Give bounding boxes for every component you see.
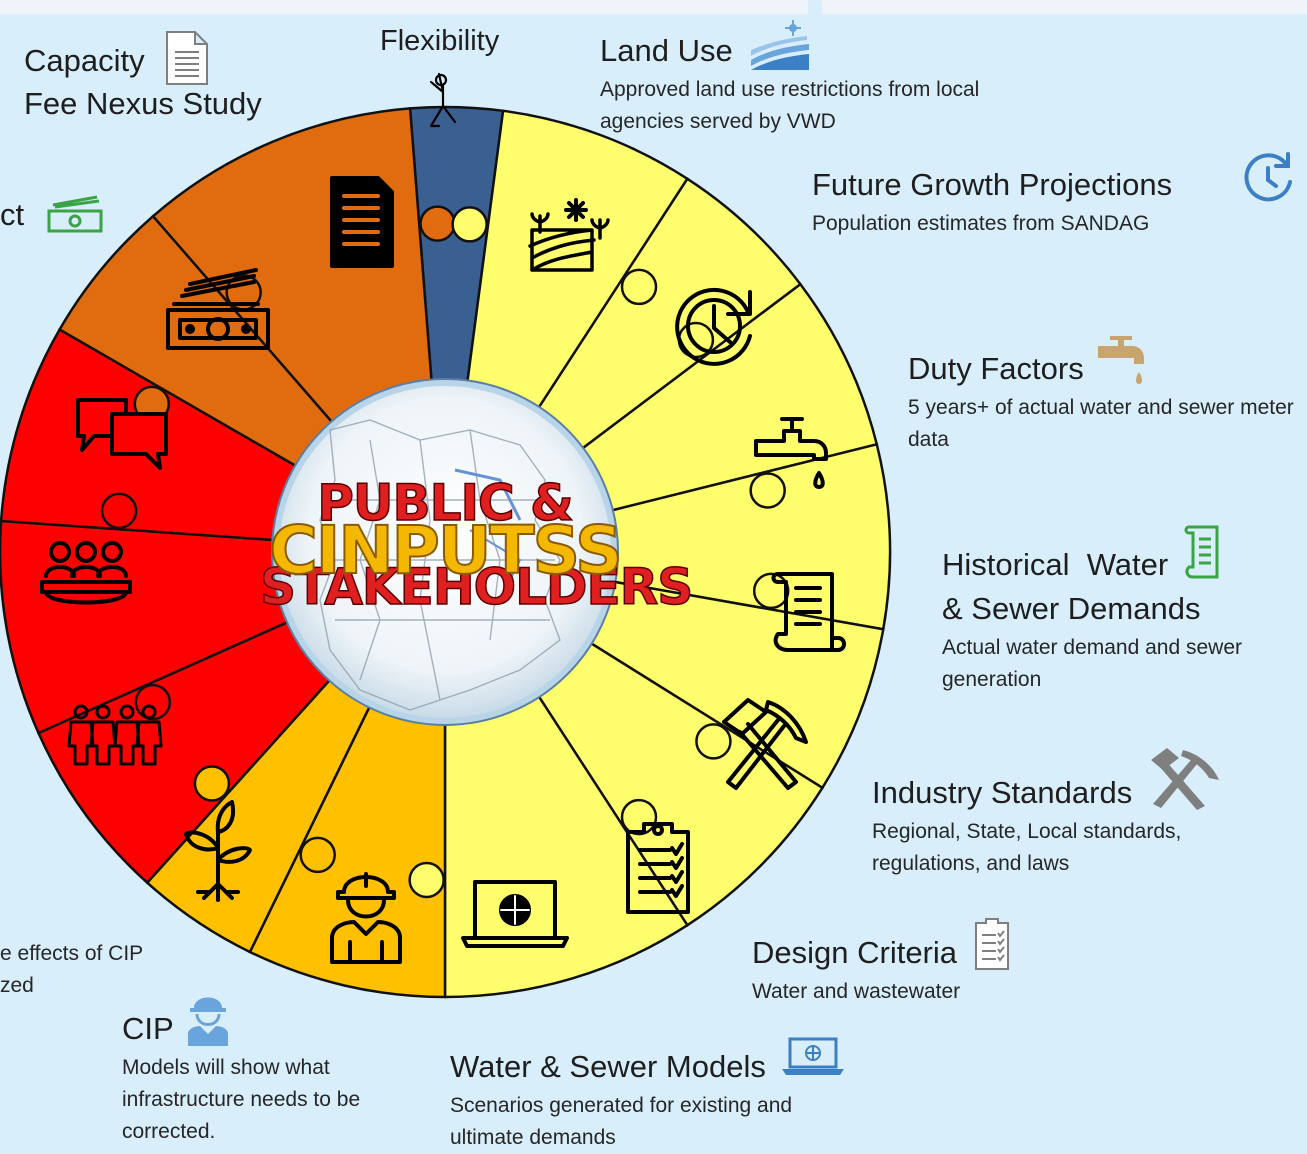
- cut-left-bottom-1: e effects of CIP: [0, 942, 144, 965]
- puzzle-knob: [100, 492, 138, 530]
- laptop-globe-icon: [461, 880, 569, 948]
- puzzle-knob: [419, 205, 456, 242]
- design-title: Design Criteria: [752, 935, 958, 970]
- clock-blue-icon: [1244, 152, 1292, 202]
- land-use-title-row: Land Use: [600, 19, 811, 72]
- puzzle-knob: [620, 798, 658, 836]
- puzzle-knob: [299, 836, 336, 874]
- land-use-blue-icon: [751, 19, 810, 70]
- duty-factors-desc: 5 years+ of actual water and sewer meter…: [908, 396, 1294, 451]
- capacity-title: Capacity: [24, 43, 145, 79]
- puzzle-knob: [749, 472, 786, 509]
- scroll-icon: [771, 572, 846, 652]
- capacity-label: Capacity: [24, 31, 209, 86]
- faucet-tan-icon: [1098, 335, 1145, 384]
- future-growth-desc: Population estimates from SANDAG: [812, 212, 1150, 235]
- clipboard-gray-icon: [974, 917, 1009, 970]
- center-map-disc: [271, 378, 619, 726]
- puzzle-knob: [620, 268, 658, 306]
- people-group-icon: [67, 704, 163, 766]
- hammer-gray-icon: [1150, 747, 1219, 810]
- seedling-icon: [184, 800, 252, 902]
- engineer-icon: [330, 872, 402, 964]
- cut-left-bottom-2: zed: [0, 974, 34, 997]
- puzzle-knob: [451, 206, 488, 243]
- money-green-icon: [47, 195, 103, 233]
- clock-refresh-icon: [675, 287, 752, 366]
- capacity-title-2: Fee Nexus Study: [24, 86, 262, 121]
- laptop-blue-icon: [782, 1037, 845, 1075]
- cut-left-top-text: ct: [0, 197, 25, 232]
- wheel-icons: [40, 72, 846, 964]
- design-title-row: Design Criteria: [752, 917, 1012, 972]
- center-overlay-inputs: CINPUTSS: [268, 512, 623, 589]
- industry-desc: Regional, State, Local standards, regula…: [872, 820, 1182, 875]
- farm-field-icon: [528, 198, 610, 272]
- models-desc: Scenarios generated for existing and ult…: [450, 1094, 793, 1149]
- cip-desc: Models will show what infrastructure nee…: [122, 1056, 361, 1143]
- puzzle-knob: [752, 572, 790, 610]
- puzzle-knob: [408, 861, 445, 899]
- duty-factors-title: Duty Factors: [908, 351, 1084, 386]
- center-line-public: PUBLIC &: [316, 474, 574, 532]
- industry-title-row: Industry Standards: [872, 747, 1223, 812]
- design-desc: Water and wastewater: [752, 980, 961, 1003]
- puzzle-knob: [193, 765, 231, 802]
- models-title-row: Water & Sewer Models: [450, 1037, 845, 1086]
- cip-title-row: CIP: [122, 997, 228, 1048]
- historical-desc: Actual water demand and sewer generation: [942, 636, 1242, 691]
- hammer-pick-icon: [722, 698, 808, 790]
- meeting-icon: [40, 541, 132, 605]
- top-band: [0, 0, 1307, 14]
- faucet-icon: [754, 417, 828, 489]
- center-title: PUBLIC & STAKEHOLDERS CINPUTSS: [259, 474, 694, 616]
- duty-factors-title-row: Duty Factors: [908, 335, 1146, 388]
- land-use-desc: Approved land use restrictions from loca…: [600, 78, 980, 133]
- industry-title: Industry Standards: [872, 775, 1133, 810]
- money-icon: [166, 268, 270, 350]
- historical-title-row: Historical Water: [942, 525, 1223, 584]
- cut-left-top-label: ct: [0, 195, 105, 234]
- document-icon: [330, 176, 394, 268]
- future-growth-title: Future Growth Projections: [812, 167, 1173, 202]
- flexibility-title: Flexibility: [380, 25, 500, 57]
- center-line-stakeholders: STAKEHOLDERS: [259, 558, 694, 616]
- models-title: Water & Sewer Models: [450, 1049, 766, 1084]
- engineer-blue-icon: [187, 997, 228, 1046]
- person-stretch-icon: [429, 72, 457, 128]
- puzzle-knob: [134, 683, 172, 721]
- speech-bubbles-icon: [76, 398, 168, 470]
- puzzle-knob: [695, 723, 732, 760]
- historical-title: Historical Water: [942, 547, 1169, 582]
- scroll-green-icon: [1184, 525, 1219, 579]
- land-use-title: Land Use: [600, 33, 733, 68]
- cip-title: CIP: [122, 1011, 174, 1046]
- top-band-gap: [808, 0, 822, 14]
- document-outline-icon: [166, 31, 209, 85]
- clipboard-checklist-icon: [626, 822, 690, 914]
- historical-title-2: & Sewer Demands: [942, 591, 1201, 626]
- map-lines: [319, 419, 561, 711]
